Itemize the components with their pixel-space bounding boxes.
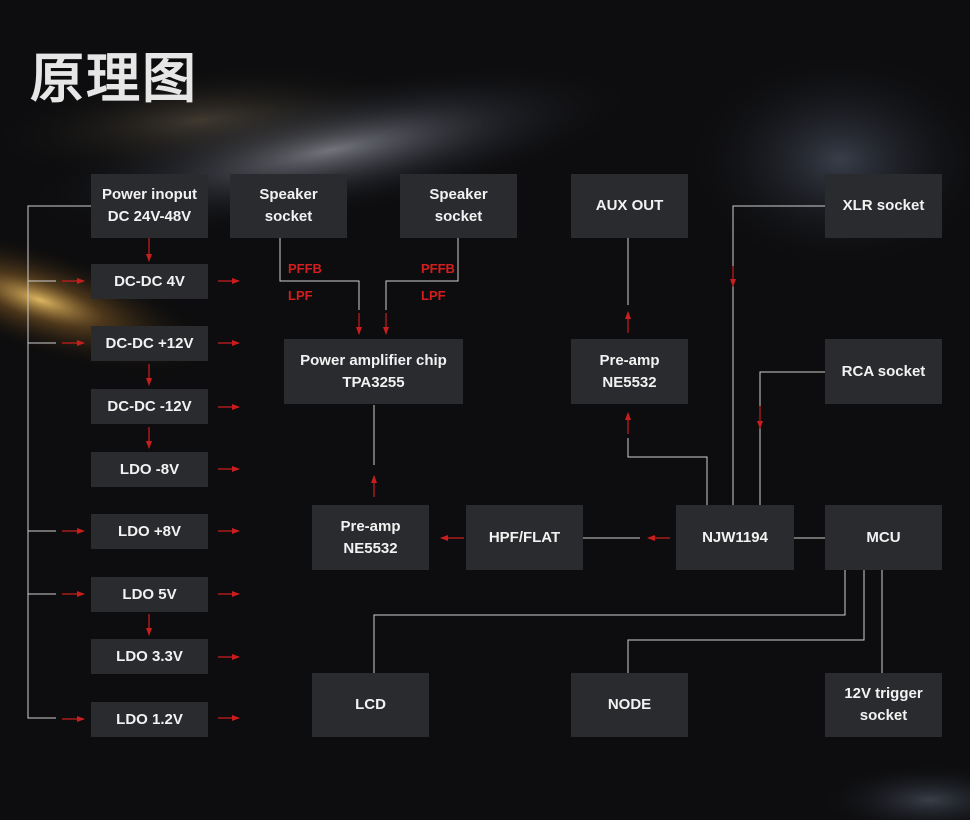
speaker-right-line2: socket — [434, 208, 483, 225]
pffb-label-left: PFFB — [288, 261, 322, 276]
ldo-5v-box: LDO 5V — [91, 577, 208, 612]
node-label: NODE — [607, 696, 652, 713]
trigger-line1: 12V trigger — [844, 685, 923, 702]
ldo-3v3-label: LDO 3.3V — [116, 647, 183, 665]
dcdc-plus12v-label: DC-DC +12V — [105, 334, 194, 352]
preamp-left-box: Pre-amp NE5532 — [312, 505, 429, 570]
njw1194-box: NJW1194 — [676, 505, 794, 570]
power-amp-line2: TPA3255 — [342, 373, 405, 391]
lcd-label: LCD — [355, 696, 386, 713]
node-box: NODE — [571, 673, 688, 737]
xlr-socket-box: XLR socket — [825, 174, 942, 238]
lpf-label-right: LPF — [421, 288, 446, 303]
speaker-right-line1: Speaker — [429, 186, 488, 203]
trigger-socket-box: 12V trigger socket — [825, 673, 942, 737]
power-input-line2: DC 24V-48V — [107, 208, 192, 225]
preamp-left-line2: NE5532 — [343, 539, 398, 557]
rca-socket-box: RCA socket — [825, 339, 942, 404]
rca-socket-label: RCA socket — [841, 362, 926, 380]
preamp-right-line1: Pre-amp — [599, 351, 660, 369]
dcdc-plus12v-box: DC-DC +12V — [91, 326, 208, 361]
preamp-left-line1: Pre-amp — [340, 517, 401, 535]
speaker-left-line1: Speaker — [259, 186, 318, 203]
dcdc-4v-box: DC-DC 4V — [91, 264, 208, 299]
dcdc-minus12v-label: DC-DC -12V — [107, 397, 192, 415]
speaker-left-line2: socket — [264, 208, 313, 225]
trigger-line2: socket — [859, 707, 908, 724]
dcdc-minus12v-box: DC-DC -12V — [91, 389, 208, 424]
pffb-label-right: PFFB — [421, 261, 455, 276]
mcu-label: MCU — [866, 528, 901, 546]
preamp-right-line2: NE5532 — [602, 373, 657, 391]
hpf-flat-box: HPF/FLAT — [466, 505, 583, 570]
speaker-socket-right-box: Speaker socket — [400, 174, 517, 238]
mcu-box: MCU — [825, 505, 942, 570]
lpf-label-left: LPF — [288, 288, 313, 303]
ldo-minus8v-label: LDO -8V — [119, 460, 180, 478]
power-input-line1: Power inoput — [102, 186, 197, 203]
dcdc-4v-label: DC-DC 4V — [114, 272, 185, 290]
aux-out-label: AUX OUT — [595, 197, 664, 214]
ldo-1v2-label: LDO 1.2V — [116, 710, 183, 728]
power-amp-line1: Power amplifier chip — [300, 351, 447, 369]
power-amplifier-chip-box: Power amplifier chip TPA3255 — [284, 339, 463, 404]
aux-out-box: AUX OUT — [571, 174, 688, 238]
ldo-5v-label: LDO 5V — [122, 585, 177, 603]
xlr-socket-label: XLR socket — [842, 197, 925, 214]
lcd-box: LCD — [312, 673, 429, 737]
njw1194-label: NJW1194 — [702, 528, 768, 546]
ldo-plus8v-box: LDO +8V — [91, 514, 208, 549]
preamp-right-box: Pre-amp NE5532 — [571, 339, 688, 404]
ldo-1v2-box: LDO 1.2V — [91, 702, 208, 737]
hpf-flat-label: HPF/FLAT — [488, 528, 561, 546]
page-title: 原理图 — [30, 47, 198, 110]
speaker-socket-left-box: Speaker socket — [230, 174, 347, 238]
power-input-box: Power inoput DC 24V-48V — [91, 174, 208, 238]
ldo-plus8v-label: LDO +8V — [118, 522, 181, 540]
ldo-minus8v-box: LDO -8V — [91, 452, 208, 487]
ldo-3v3-box: LDO 3.3V — [91, 639, 208, 674]
